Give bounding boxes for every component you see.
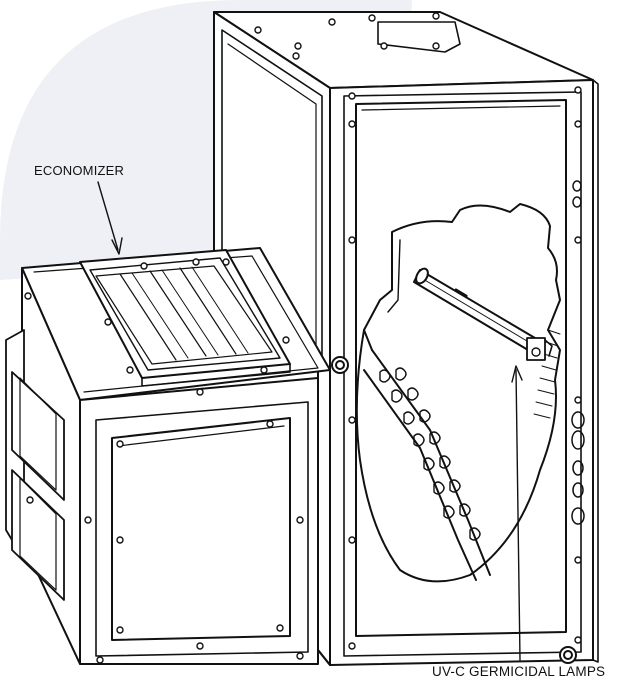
- economizer-damper: [79, 249, 291, 387]
- side-knockouts: [571, 180, 585, 525]
- cutaway-view: [355, 203, 561, 583]
- side-louvers: [5, 329, 65, 601]
- coil-slots: [379, 367, 481, 541]
- lower-cabinet-front: [79, 377, 319, 665]
- uv-lamps-label: UV-C GERMICIDAL LAMPS: [432, 664, 606, 679]
- leader-lines: [97, 181, 523, 661]
- lower-front-panel: [95, 401, 309, 657]
- door-latches: [331, 356, 577, 664]
- lower-access-panel: [111, 417, 291, 641]
- rivets: [24, 12, 582, 664]
- top-access-plate: [377, 21, 461, 53]
- access-door: [355, 99, 567, 637]
- coil-frame: [371, 349, 491, 576]
- cutaway-wall-hatch: [533, 329, 561, 419]
- economizer-leader: [97, 181, 119, 251]
- cutaway-outline: [355, 203, 561, 583]
- economizer-label: ECONOMIZER: [34, 163, 125, 178]
- uv-lamp-leader: [515, 369, 521, 661]
- uv-lamp: [413, 267, 553, 361]
